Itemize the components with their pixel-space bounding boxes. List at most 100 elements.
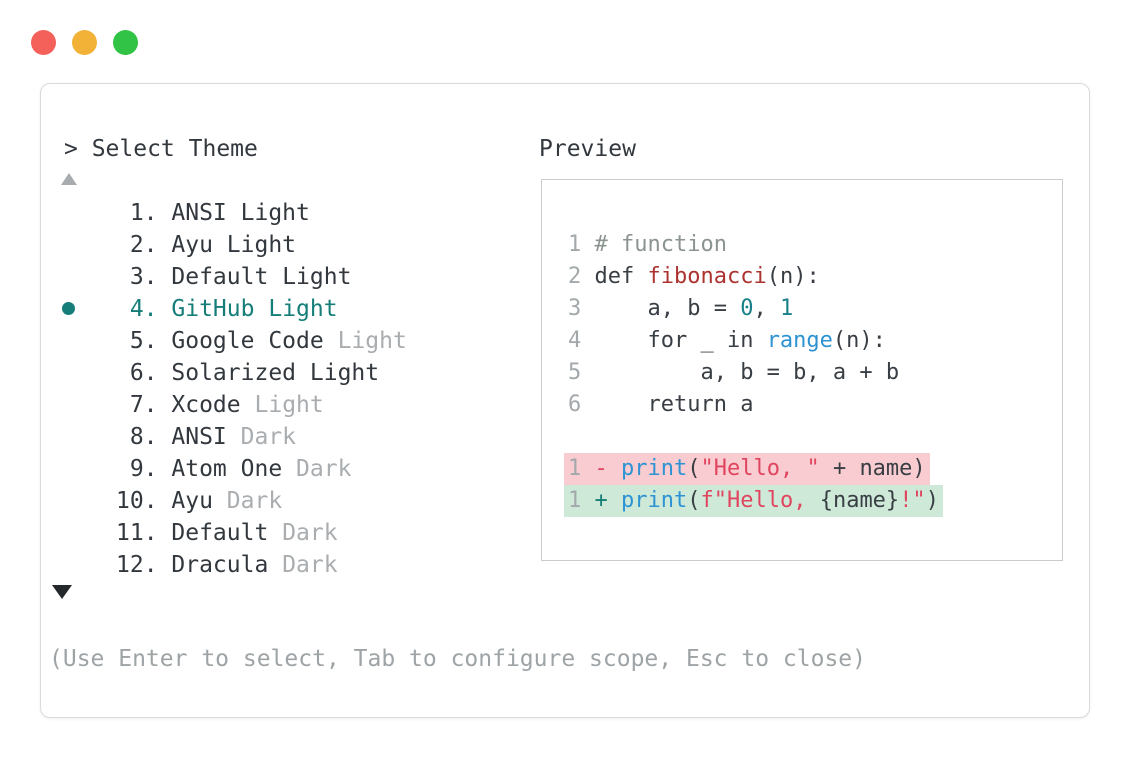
code-line: 4 for _ in range(n): <box>568 325 943 357</box>
theme-item-variant: Dark <box>282 552 338 578</box>
theme-item-variant: Light <box>337 328 407 354</box>
line-number: 1 <box>568 232 595 257</box>
theme-item-number: 12. <box>116 552 158 578</box>
theme-item-variant: Light <box>254 392 324 418</box>
code-line: 5 a, b = b, a + b <box>568 357 943 389</box>
code-token-plain: + name) <box>819 456 926 481</box>
code-line: 6 return a <box>568 389 943 421</box>
code-line: 3 a, b = 0, 1 <box>568 293 943 325</box>
code-token-plain: ( <box>687 456 701 481</box>
code-token-func: fibonacci <box>647 264 767 289</box>
keyboard-hint: (Use Enter to select, Tab to configure s… <box>49 646 866 672</box>
theme-item-name: Dracula <box>171 552 269 578</box>
line-number: 5 <box>568 360 595 385</box>
line-number: 1 <box>568 456 595 481</box>
code-token-plus: + <box>594 488 621 513</box>
code-token-plain: (n): <box>766 264 820 289</box>
theme-item-number: 11. <box>116 520 158 546</box>
picker-prompt: > Select Theme <box>64 136 258 162</box>
line-number: 2 <box>568 264 595 289</box>
theme-item-variant: Dark <box>226 488 283 514</box>
theme-item-number: 5. <box>129 328 158 354</box>
code-token-string: "Hello, " <box>700 456 820 481</box>
theme-item-name: Default <box>171 264 269 290</box>
theme-list-item[interactable]: 9. Atom One Dark <box>41 453 521 485</box>
code-token-string: f"Hello, <box>700 488 820 513</box>
code-token-plain: (n): <box>832 328 886 353</box>
theme-item-variant: Light <box>309 360 380 386</box>
code-line: 2 def fibonacci(n): <box>568 261 943 293</box>
theme-item-name: Ayu <box>171 232 213 258</box>
theme-list-item[interactable]: 4. GitHub Light <box>41 293 521 325</box>
theme-list-item[interactable]: 7. Xcode Light <box>41 389 521 421</box>
code-token-comment: # function <box>594 232 727 257</box>
theme-list-item[interactable]: 10. Ayu Dark <box>41 485 521 517</box>
theme-list-item[interactable]: 8. ANSI Dark <box>41 421 521 453</box>
theme-item-name: Solarized <box>171 360 297 386</box>
diff-added-line: 1 + print(f"Hello, {name}!") <box>564 485 943 517</box>
theme-item-number: 1. <box>129 200 158 226</box>
theme-item-number: 6. <box>129 360 158 386</box>
window-controls <box>31 30 138 55</box>
theme-item-name: ANSI <box>171 200 227 226</box>
theme-item-name: Ayu <box>171 488 213 514</box>
diff-removed-line: 1 - print("Hello, " + name) <box>564 453 930 485</box>
code-token-plain: , <box>753 296 780 321</box>
theme-list-item[interactable]: 6. Solarized Light <box>41 357 521 389</box>
scroll-up-icon[interactable] <box>61 173 77 185</box>
theme-list-item[interactable]: 2. Ayu Light <box>41 229 521 261</box>
theme-item-name: GitHub <box>171 296 255 322</box>
theme-item-number: 2. <box>129 232 158 258</box>
code-token-builtin: range <box>766 328 833 353</box>
code-token-num: 0 <box>740 296 754 321</box>
theme-item-number: 4. <box>129 296 158 322</box>
code-token-minus: - <box>594 456 621 481</box>
theme-item-number: 10. <box>116 488 158 514</box>
minimize-window-icon[interactable] <box>72 30 97 55</box>
theme-item-variant: Dark <box>282 520 338 546</box>
code-token-plain: return a <box>594 392 754 417</box>
code-token-plain: def <box>594 264 648 289</box>
code-token-plain: ) <box>925 488 939 513</box>
theme-item-number: 7. <box>129 392 158 418</box>
theme-item-variant: Light <box>282 264 352 290</box>
code-token-plain: ( <box>687 488 701 513</box>
code-token-plain: a, b = b, a + b <box>594 360 900 385</box>
scroll-down-icon[interactable] <box>52 585 72 599</box>
theme-item-name: Xcode <box>171 392 241 418</box>
code-line: 1 - print("Hello, " + name) <box>564 453 943 485</box>
theme-item-name: Default <box>171 520 269 546</box>
close-window-icon[interactable] <box>31 30 56 55</box>
zoom-window-icon[interactable] <box>113 30 138 55</box>
selected-item-bullet-icon <box>62 302 75 315</box>
theme-item-variant: Dark <box>240 424 297 450</box>
line-number: 6 <box>568 392 595 417</box>
code-token-num: 1 <box>779 296 794 321</box>
theme-item-name: Google Code <box>171 328 324 354</box>
code-line: 1 # function <box>568 229 943 261</box>
theme-item-variant: Light <box>268 296 338 322</box>
code-token-plain: for _ in <box>594 328 767 353</box>
theme-list-item[interactable]: 5. Google Code Light <box>41 325 521 357</box>
code-token-builtin: print <box>621 488 688 513</box>
line-number: 4 <box>568 328 595 353</box>
theme-item-variant: Light <box>240 200 310 226</box>
theme-item-number: 3. <box>129 264 158 290</box>
theme-item-number: 8. <box>129 424 158 450</box>
code-token-plain: {name} <box>819 488 900 513</box>
theme-item-variant: Light <box>226 232 297 258</box>
theme-list-item[interactable]: 11. Default Dark <box>41 517 521 549</box>
code-token-string: !" <box>899 488 926 513</box>
theme-list-item[interactable]: 3. Default Light <box>41 261 521 293</box>
theme-list-item[interactable]: 12. Dracula Dark <box>41 549 521 581</box>
theme-item-name: Atom One <box>171 456 283 482</box>
theme-list-item[interactable]: 1. ANSI Light <box>41 197 521 229</box>
code-token-builtin: print <box>621 456 688 481</box>
line-number: 1 <box>568 488 595 513</box>
code-line <box>568 421 943 453</box>
